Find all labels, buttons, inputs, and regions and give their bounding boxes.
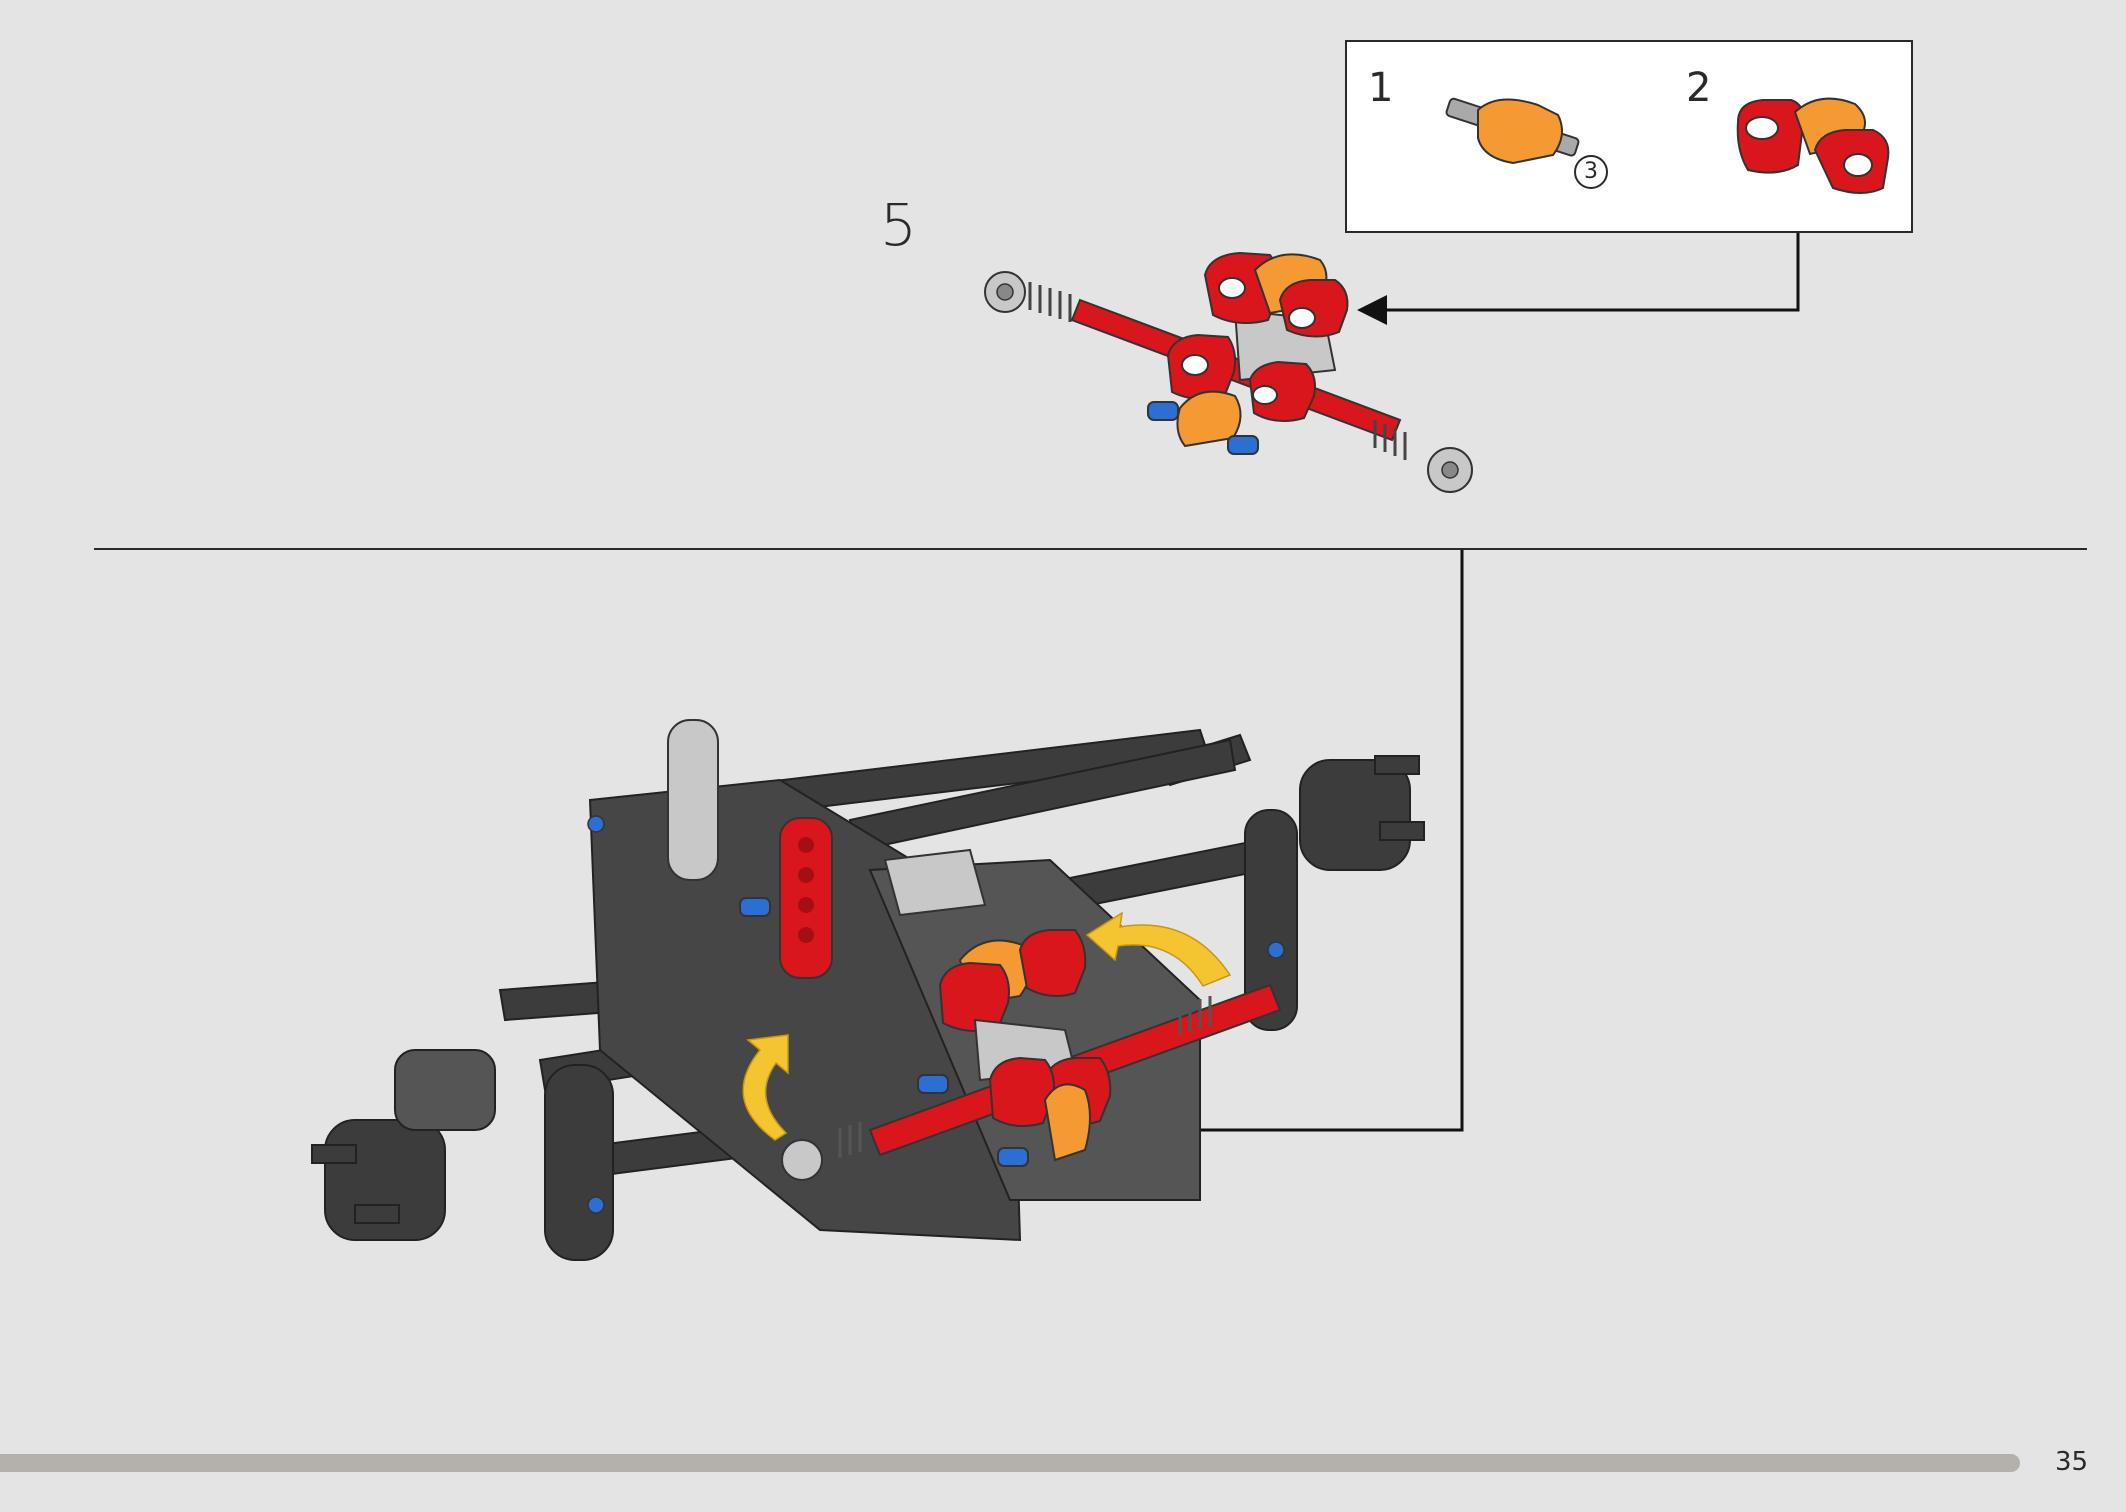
sub-step-1-part-icon xyxy=(1445,97,1580,165)
section-divider xyxy=(94,548,2087,550)
main-chassis-model xyxy=(311,719,1425,1261)
attach-arrow xyxy=(1087,550,1464,1145)
callout-arrow xyxy=(1357,233,1800,325)
step-number: 5 xyxy=(880,191,917,259)
page-progress-bar xyxy=(0,1454,2020,1472)
quantity-badge: 3 xyxy=(1574,155,1608,189)
sub-step-2-part-icon xyxy=(1736,97,1890,194)
sub-step-1-label: 1 xyxy=(1368,65,1394,111)
page-number: 35 xyxy=(2055,1447,2089,1477)
sub-step-2-label: 2 xyxy=(1686,65,1712,111)
step-5-sub-model xyxy=(984,251,1473,493)
